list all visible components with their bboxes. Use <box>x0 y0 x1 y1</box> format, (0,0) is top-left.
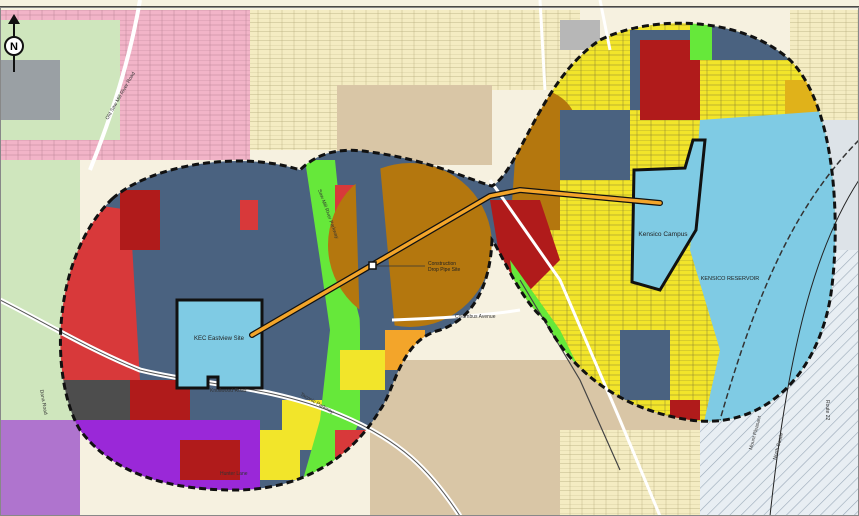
road-label: Route 22 <box>824 400 830 421</box>
kensico-campus-label: Kensico Campus <box>638 231 688 238</box>
road-label: Dana Road <box>38 389 48 415</box>
construction-drop-label: Construction Drop Pipe Site <box>428 261 460 273</box>
residential-cream-area <box>560 430 720 516</box>
purple-parcel <box>0 420 80 516</box>
kensico-campus-outline[interactable] <box>630 138 707 292</box>
institutional-gray-area <box>0 60 60 120</box>
road-label: Columbus Avenue <box>455 314 496 320</box>
kec-eastview-label: KEC Eastview Site <box>194 336 245 342</box>
construction-drop-pipe-marker[interactable] <box>368 261 377 270</box>
residential-cream-area <box>430 10 580 90</box>
pipeline-route[interactable] <box>250 188 662 337</box>
kec-eastview-site-outline[interactable] <box>175 298 264 390</box>
buffer-boundary <box>58 21 837 492</box>
kensico-reservoir-label: KENSICO RESERVOIR <box>701 276 760 282</box>
road-label: Knollwood Road <box>210 388 247 394</box>
svg-text:N: N <box>10 41 18 53</box>
road-label: Hunter Lane <box>220 471 248 477</box>
north-arrow-icon: N <box>4 14 24 72</box>
